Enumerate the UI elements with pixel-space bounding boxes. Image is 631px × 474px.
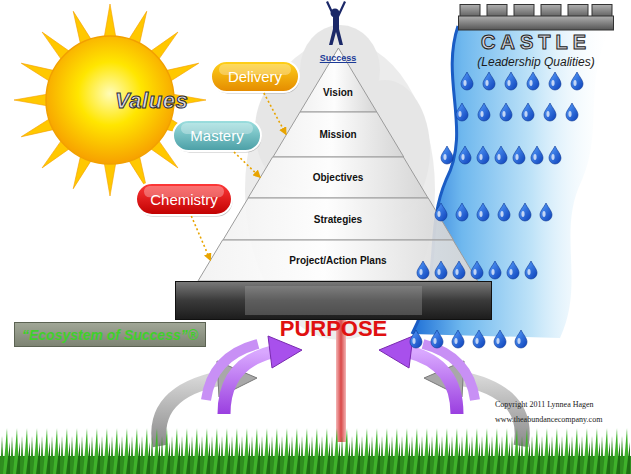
water-drop [525,261,537,279]
water-drop [549,72,561,90]
purple-curved-arrow [409,352,457,414]
pill-label: Delivery [228,68,282,85]
water-drop [441,146,453,164]
water-drop [461,72,473,90]
success-figure [326,1,346,45]
level-label: Strategies [314,214,362,225]
grass-blades [0,428,631,474]
water-drop [453,261,465,279]
castle-battlements: CASTLE(Leadership Qualities) [458,4,614,72]
value-pill: Delivery [210,60,300,93]
pyramid-level: Mission [273,112,404,157]
water-drop [478,103,490,121]
castle-title: CASTLE [458,31,614,54]
water-drop [471,261,483,279]
water-drop [544,103,556,121]
water-drop [456,103,468,121]
water-drop [540,203,552,221]
water-drop [489,261,501,279]
water-drop [477,146,489,164]
water-drop [549,146,561,164]
water-drop [515,330,527,348]
water-drop [477,203,489,221]
water-drop [456,203,468,221]
values-title: Values [115,88,188,114]
dotted-arrow [264,93,286,135]
website-note: www.theabundancecompany.com [495,415,602,424]
castle-subtitle: (Leadership Qualities) [458,55,614,69]
water-drop [435,203,447,221]
water-drop [435,261,447,279]
water-drop [495,146,507,164]
pill-label: Chemistry [150,191,218,208]
pyramid-base: PURPOSE [175,281,492,343]
level-label: Objectives [313,172,364,183]
water-drops [410,72,583,348]
sun-rays [14,4,206,196]
water-drop [410,330,422,348]
water-drop [505,72,517,90]
water-drop [494,330,506,348]
water-drop [522,103,534,121]
success-label: Success [320,53,357,63]
level-label: Project/Action Plans [289,255,386,266]
water-drop [459,146,471,164]
brand-box: “Ecosystem of Success”® [14,322,206,347]
pill-label: Mastery [190,127,243,144]
purple-curved-arrow [224,352,272,414]
water-drop [483,72,495,90]
level-label: Mission [319,129,356,140]
dotted-arrow [191,216,210,261]
water-drop [507,261,519,279]
water-drop [519,203,531,221]
copyright-note: Copyright 2011 Lynnea Hagen [495,400,594,409]
dotted-arrow [234,152,260,178]
water-drop [571,72,583,90]
water-drop [473,330,485,348]
brand-text: “Ecosystem of Success”® [22,327,198,343]
pyramid-level: Strategies [223,198,453,240]
value-pill: Mastery [172,119,262,152]
water-drop [513,146,525,164]
water-drop [566,103,578,121]
level-label: Vision [323,87,353,98]
pyramid-level: Objectives [248,157,428,198]
value-pill: Chemistry [135,182,233,216]
purpose-heading: PURPOSE [280,317,388,341]
water-drop [527,72,539,90]
values-sun: Values [45,35,175,165]
water-drop [500,103,512,121]
water-drop [498,203,510,221]
water-drop [417,261,429,279]
water-drop [531,146,543,164]
water-drop [431,330,443,348]
water-drop [452,330,464,348]
